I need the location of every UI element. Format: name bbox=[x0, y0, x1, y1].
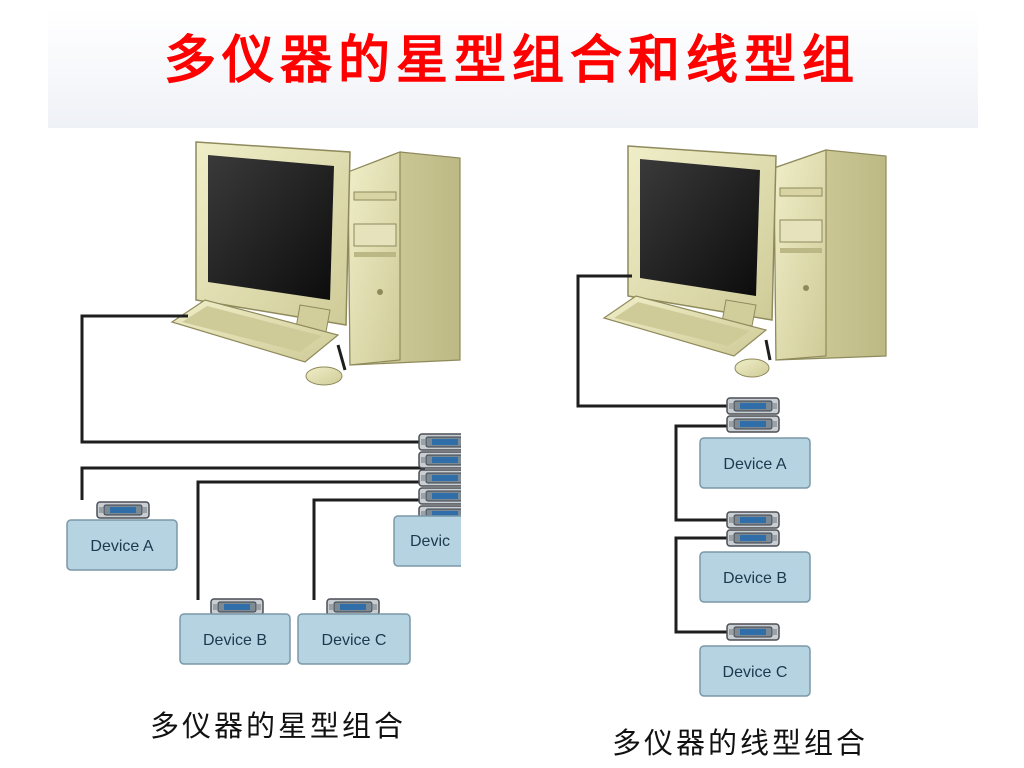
line-cables bbox=[576, 274, 772, 634]
star-caption: 多仪器的星型组合 bbox=[150, 709, 407, 743]
star-cables bbox=[80, 314, 425, 600]
line-monitor bbox=[627, 145, 777, 327]
svg-text:Devic: Devic bbox=[410, 533, 450, 550]
svg-text:Device C: Device C bbox=[322, 632, 387, 649]
line-device-a: Device A bbox=[699, 397, 811, 489]
star-device-a: Device A bbox=[66, 501, 178, 571]
star-monitor bbox=[195, 141, 351, 333]
star-keyboard bbox=[170, 299, 343, 386]
svg-text:Device B: Device B bbox=[203, 632, 267, 649]
star-topology: Device A Device B Device C Devic bbox=[66, 130, 541, 665]
svg-text:Device C: Device C bbox=[723, 664, 788, 681]
title-band bbox=[48, 8, 978, 128]
star-tower bbox=[347, 151, 461, 366]
svg-text:Device A: Device A bbox=[723, 456, 786, 473]
line-device-b: Device B bbox=[699, 511, 811, 603]
star-device-b: Device B bbox=[179, 598, 291, 665]
line-keyboard bbox=[602, 295, 770, 378]
svg-text:Device A: Device A bbox=[90, 538, 153, 555]
svg-text:Device B: Device B bbox=[723, 570, 787, 587]
line-topology: Device A Device B Device C bbox=[576, 145, 887, 697]
page-title: 多仪器的星型组合和线型组 bbox=[163, 30, 860, 91]
line-device-c: Device C bbox=[699, 623, 811, 697]
star-device-c: Device C bbox=[297, 598, 411, 665]
line-caption: 多仪器的线型组合 bbox=[612, 726, 869, 760]
line-tower bbox=[773, 149, 887, 361]
